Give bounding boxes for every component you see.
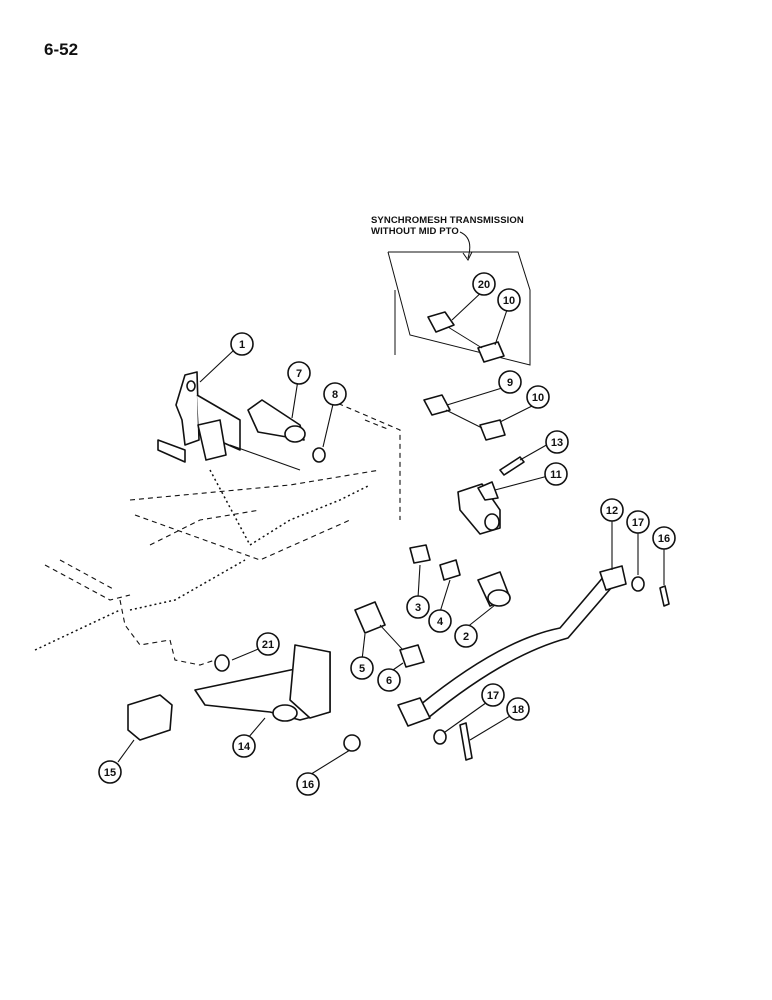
callout-10a: 10 (497, 288, 521, 312)
snap-ring-16 (343, 734, 361, 752)
callout-1: 1 (230, 332, 254, 356)
callout-5: 5 (350, 656, 374, 680)
cotter-pin-18-lower (459, 722, 473, 761)
callout-20-label: 20 (478, 279, 490, 291)
callout-8-label: 8 (332, 389, 338, 401)
callout-5-label: 5 (359, 663, 365, 675)
callout-18-label: 18 (512, 704, 524, 716)
callout-15: 15 (98, 760, 122, 784)
bushing-2 (477, 571, 511, 607)
inset-box (387, 231, 531, 366)
callout-12-label: 12 (606, 505, 618, 517)
washer-17-right (631, 576, 645, 592)
clutch-lever-11 (457, 481, 501, 535)
callout-21: 21 (256, 632, 280, 656)
callout-14: 14 (232, 734, 256, 758)
callout-1-label: 1 (239, 339, 245, 351)
callout-17b-label: 17 (487, 690, 499, 702)
callout-9-label: 9 (507, 377, 513, 389)
plate-5 (354, 601, 386, 634)
clutch-rod-12 (397, 565, 627, 727)
callout-7: 7 (287, 361, 311, 385)
callout-17b: 17 (481, 683, 505, 707)
callout-2-label: 2 (463, 631, 469, 643)
callout-7-label: 7 (296, 368, 302, 380)
callout-6: 6 (377, 668, 401, 692)
callout-3-label: 3 (415, 602, 421, 614)
callout-11: 11 (544, 462, 568, 486)
callout-13-label: 13 (551, 437, 563, 449)
snap-ring-8 (312, 447, 326, 463)
leader-lines (117, 288, 665, 777)
pedal-pad-15 (127, 694, 173, 741)
callout-10b: 10 (526, 385, 550, 409)
callout-8: 8 (323, 382, 347, 406)
note-line-1: SYNCHROMESH TRANSMISSION (371, 215, 524, 226)
callout-16a: 16 (296, 772, 320, 796)
note-label: SYNCHROMESH TRANSMISSION WITHOUT MID PTO (371, 215, 524, 237)
callout-16a-label: 16 (302, 779, 314, 791)
callout-17a: 17 (626, 510, 650, 534)
cotter-pin-18-right (659, 585, 670, 607)
callout-6-label: 6 (386, 675, 392, 687)
callout-9: 9 (498, 370, 522, 394)
callout-3: 3 (406, 595, 430, 619)
washer-21 (214, 654, 230, 672)
plate-and-bolt (423, 394, 506, 441)
pedal-bracket (157, 371, 241, 463)
callout-10a-label: 10 (503, 295, 515, 307)
washer-17-lower (433, 729, 447, 745)
spring-4 (439, 559, 461, 581)
callout-15-label: 15 (104, 767, 116, 779)
callout-14-label: 14 (238, 741, 251, 753)
note-line-2: WITHOUT MID PTO (371, 226, 459, 237)
callout-12: 12 (600, 498, 624, 522)
callout-4: 4 (428, 609, 452, 633)
roll-pin-13 (499, 456, 525, 476)
clutch-pedal-14 (194, 644, 331, 722)
callout-13: 13 (545, 430, 569, 454)
callout-16b: 16 (652, 526, 676, 550)
callout-2: 2 (454, 624, 478, 648)
page-number: 6-52 (44, 40, 79, 59)
callout-4-label: 4 (437, 616, 444, 628)
callout-17a-label: 17 (632, 517, 644, 529)
callout-21-label: 21 (262, 639, 274, 651)
callout-11-label: 11 (550, 469, 562, 481)
callout-16b-label: 16 (658, 533, 670, 545)
pedal-shaft (229, 399, 306, 471)
frame-outline (34, 399, 401, 666)
pin-3 (409, 544, 431, 564)
plate-and-bolt-inset (427, 311, 505, 363)
callout-18: 18 (506, 697, 530, 721)
callout-20: 20 (472, 272, 496, 296)
callout-10b-label: 10 (532, 392, 544, 404)
bolt-6 (399, 644, 425, 668)
